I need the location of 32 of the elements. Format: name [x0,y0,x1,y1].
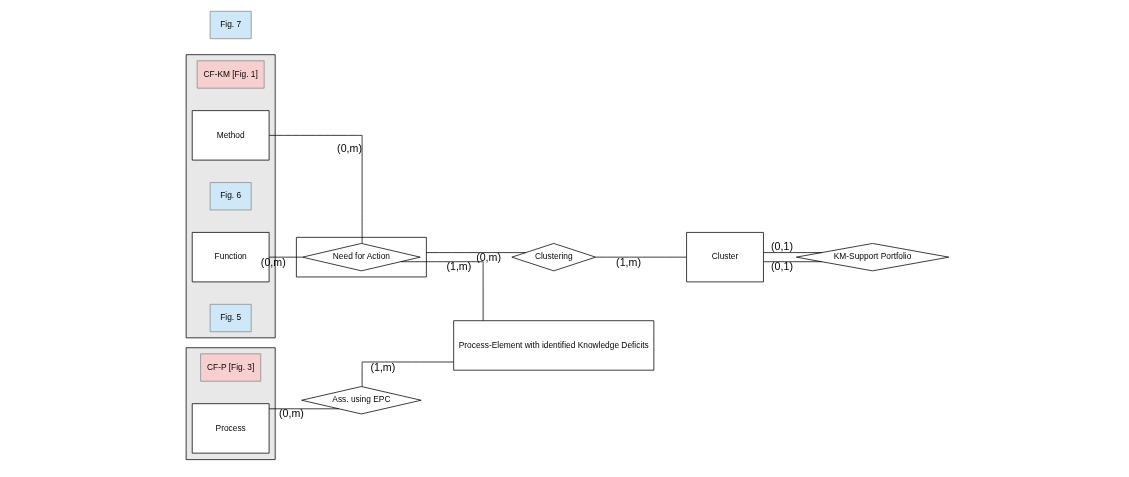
node-box: CF-P [Fig. 3] [200,353,262,382]
edge-label: (1,m) [616,255,641,268]
edge-label: (0,1) [771,260,793,273]
edge-label: (0,1) [771,239,793,252]
cluster [185,347,276,460]
node-box: Fig. 7 [209,10,252,40]
node-box: CF-KM [Fig. 1] [196,60,265,89]
connector [269,135,363,244]
node-box: Fig. 5 [209,303,252,333]
edge-label: (1,m) [370,360,396,373]
node-box: Fig. 6 [209,182,252,211]
edge-label: (0,m) [337,141,362,154]
node-box: Process-Element with identified Knowledge Deficits [453,320,655,371]
connector [268,256,303,258]
connector [426,252,526,253]
connector [400,261,484,321]
node-box: Method [191,110,270,161]
node-box: Cluster [686,232,764,283]
connector [595,256,687,258]
node-diamond: KM-Support Portfolio [795,243,950,272]
connector [268,408,340,410]
connector [763,252,823,253]
node-diamond: Clustering [511,243,597,272]
connector [763,261,823,263]
node-box: Process [191,403,270,454]
cluster [296,237,427,278]
node-diamond: Need for Action [302,243,421,272]
edge-label: (0,m) [260,255,286,268]
edge-label: (0,m) [476,251,501,264]
edge-label: (1,m) [446,260,472,273]
connector [361,361,454,388]
edge-label: (0,m) [279,407,304,420]
